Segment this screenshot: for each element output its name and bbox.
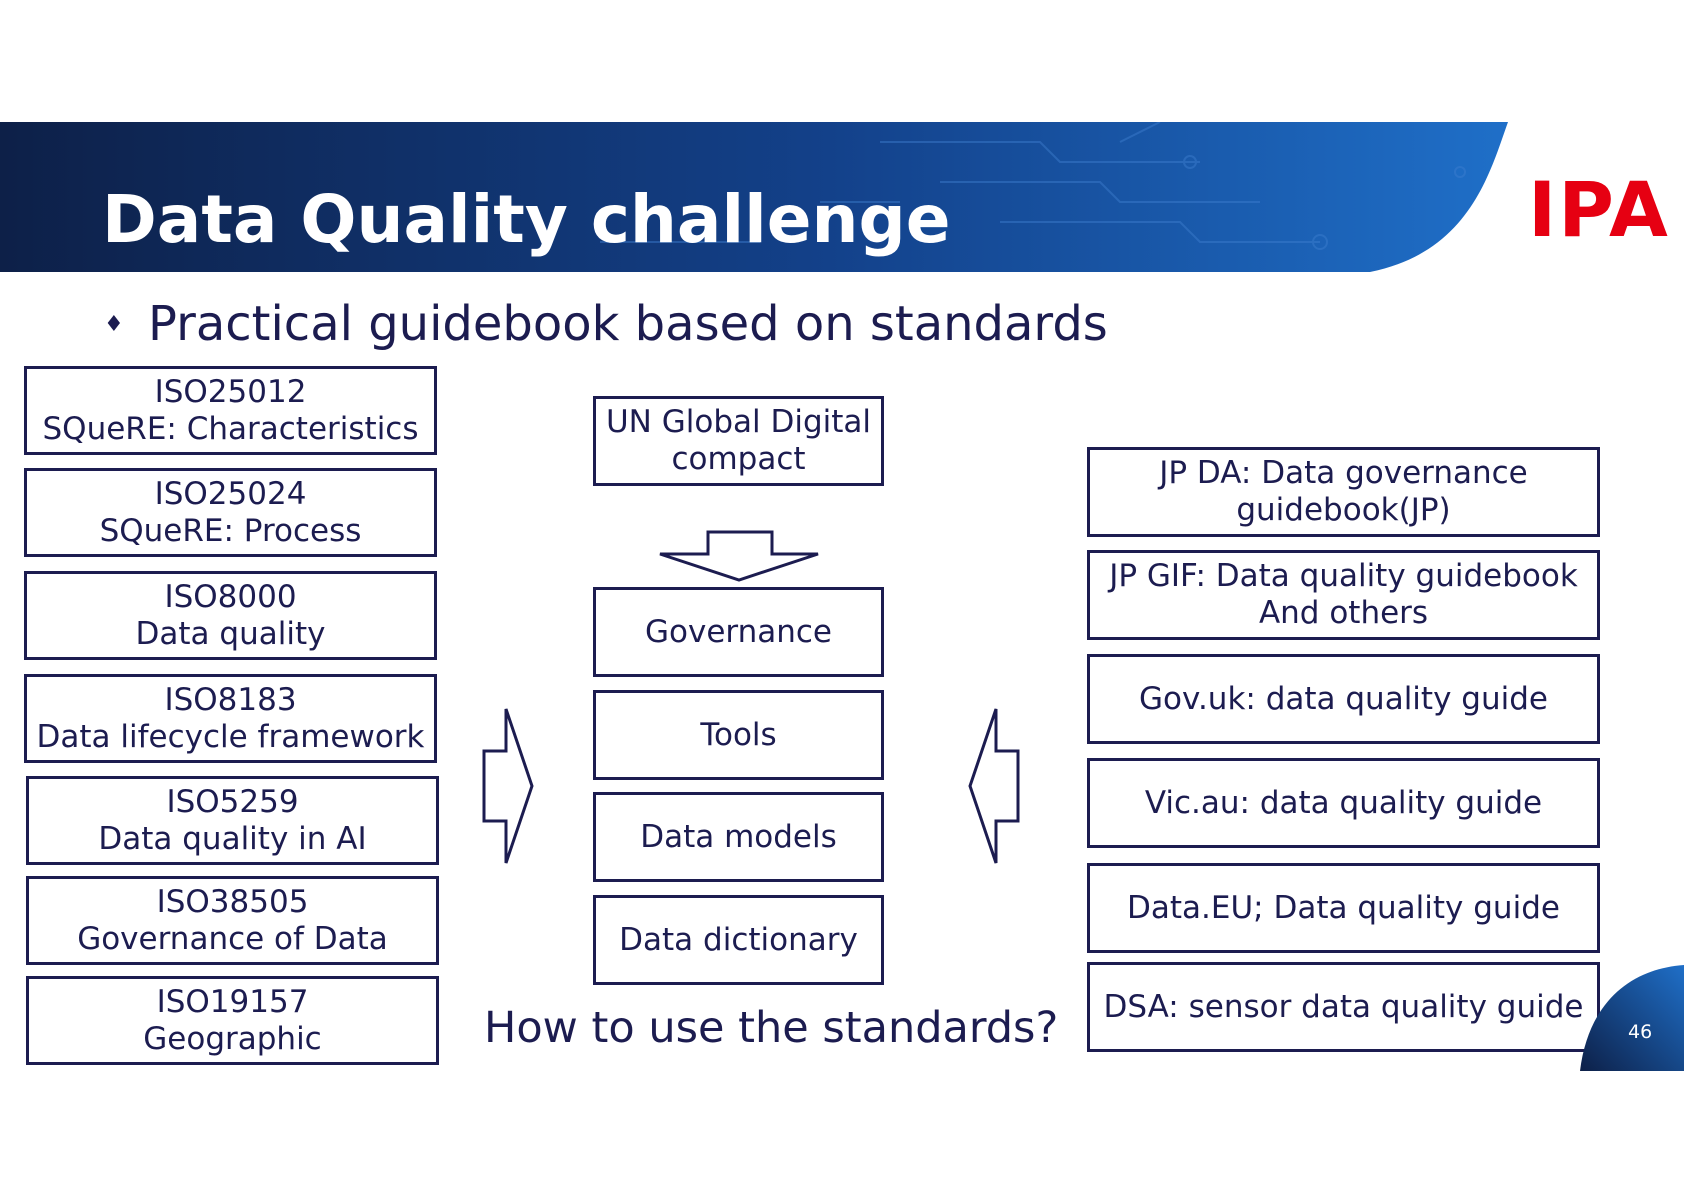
guide-line1: Gov.uk: data quality guide [1139, 680, 1548, 717]
standard-id: ISO25024 [154, 475, 307, 512]
diamond-bullet-icon: ♦ [104, 312, 124, 337]
standard-box: ISO25012 SQueRE: Characteristics [24, 366, 437, 455]
guide-line1: Vic.au: data quality guide [1144, 784, 1543, 821]
right-arrow-icon [482, 708, 534, 864]
standard-box: ISO8000 Data quality [24, 571, 437, 660]
header-banner [0, 122, 1508, 272]
guide-box: DSA: sensor data quality guide [1087, 962, 1600, 1052]
corner-decoration [1580, 965, 1684, 1071]
guide-box: Data.EU; Data quality guide [1087, 863, 1600, 953]
guide-line1: DSA: sensor data quality guide [1103, 988, 1584, 1025]
standard-id: ISO8183 [164, 681, 297, 718]
standard-box: ISO38505 Governance of Data [26, 876, 439, 965]
governance-box: Governance [593, 587, 884, 677]
standard-desc: SQueRE: Process [99, 512, 362, 549]
standard-desc: SQueRE: Characteristics [42, 410, 419, 447]
guide-box: Gov.uk: data quality guide [1087, 654, 1600, 744]
guide-line1: Data.EU; Data quality guide [1127, 889, 1560, 926]
standard-desc: Data quality in AI [98, 820, 367, 857]
standard-id: ISO5259 [166, 783, 299, 820]
standard-id: ISO38505 [156, 883, 309, 920]
guide-line1: JP DA: Data governance [1159, 455, 1528, 491]
standard-desc: Geographic [143, 1020, 322, 1057]
un-line1: UN Global Digital [605, 404, 871, 440]
left-arrow-icon [968, 708, 1020, 864]
guide-line1: JP GIF: Data quality guidebook [1109, 558, 1578, 594]
standard-box: ISO19157 Geographic [26, 976, 439, 1065]
data-dictionary-label: Data dictionary [619, 921, 858, 958]
page-title: Data Quality challenge [102, 181, 951, 258]
guide-line2: And others [1258, 595, 1429, 631]
down-arrow-icon [659, 530, 819, 582]
standard-desc: Governance of Data [77, 920, 388, 957]
guide-box: Vic.au: data quality guide [1087, 758, 1600, 848]
data-models-label: Data models [640, 818, 837, 855]
guide-box: JP GIF: Data quality guidebook And other… [1087, 550, 1600, 640]
standard-box: ISO8183 Data lifecycle framework [24, 674, 437, 763]
standard-box: ISO25024 SQueRE: Process [24, 468, 437, 557]
un-global-digital-compact-box: UN Global Digital compact [593, 396, 884, 486]
data-models-box: Data models [593, 792, 884, 882]
subtitle: Practical guidebook based on standards [148, 296, 1108, 352]
standard-box: ISO5259 Data quality in AI [26, 776, 439, 865]
standard-id: ISO8000 [164, 578, 297, 615]
standard-id: ISO19157 [156, 983, 309, 1020]
data-dictionary-box: Data dictionary [593, 895, 884, 985]
ipa-logo: IPA [1528, 165, 1670, 254]
un-line2: compact [671, 441, 806, 477]
standard-id: ISO25012 [154, 373, 307, 410]
standard-desc: Data lifecycle framework [36, 718, 425, 755]
tools-label: Tools [700, 716, 777, 753]
page-number: 46 [1628, 1021, 1653, 1043]
guide-line2: guidebook(JP) [1236, 492, 1451, 528]
standard-desc: Data quality [135, 615, 326, 652]
question-text: How to use the standards? [484, 1003, 1059, 1053]
tools-box: Tools [593, 690, 884, 780]
guide-box: JP DA: Data governance guidebook(JP) [1087, 447, 1600, 537]
governance-label: Governance [644, 613, 832, 650]
